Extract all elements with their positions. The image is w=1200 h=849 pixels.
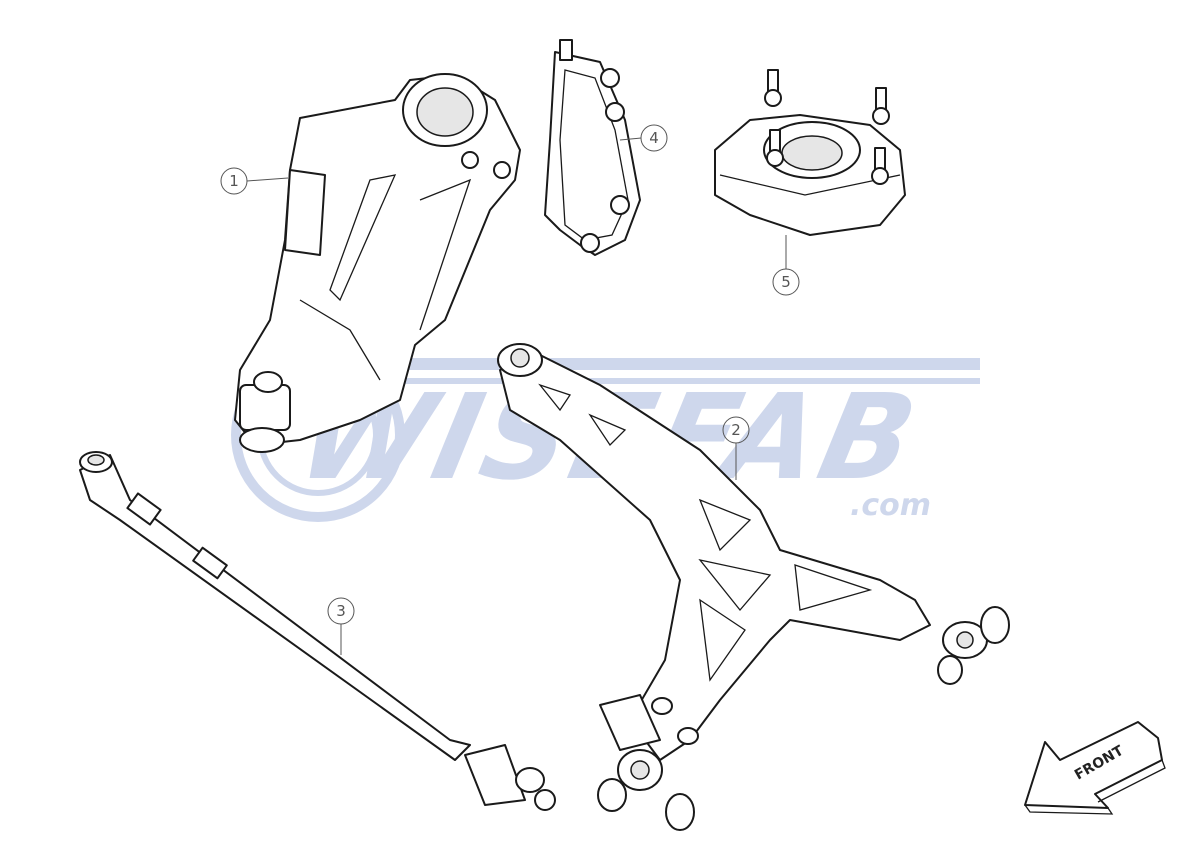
watermark-swoosh-top — [380, 358, 980, 370]
callout-1: 1 — [220, 167, 289, 195]
callout-5: 5 — [772, 235, 800, 296]
part-4-bracket — [544, 39, 641, 256]
callout-4: 4 — [619, 124, 668, 152]
svg-text:2: 2 — [731, 421, 741, 439]
watermark-domain-text: .com — [850, 488, 931, 523]
part-1-knuckle — [234, 73, 521, 453]
front-direction-arrow: FRONT — [1024, 721, 1166, 815]
svg-text:3: 3 — [336, 602, 346, 620]
part-2-control-arm — [497, 343, 1010, 831]
part-5-top-mount — [714, 69, 906, 236]
svg-text:1: 1 — [229, 172, 239, 190]
svg-text:4: 4 — [649, 129, 659, 147]
part-3-tie-rod — [79, 451, 556, 811]
watermark-swoosh-mid — [390, 378, 980, 384]
callout-2: 2 — [722, 416, 750, 480]
callout-3: 3 — [327, 597, 355, 655]
svg-text:5: 5 — [781, 273, 791, 291]
